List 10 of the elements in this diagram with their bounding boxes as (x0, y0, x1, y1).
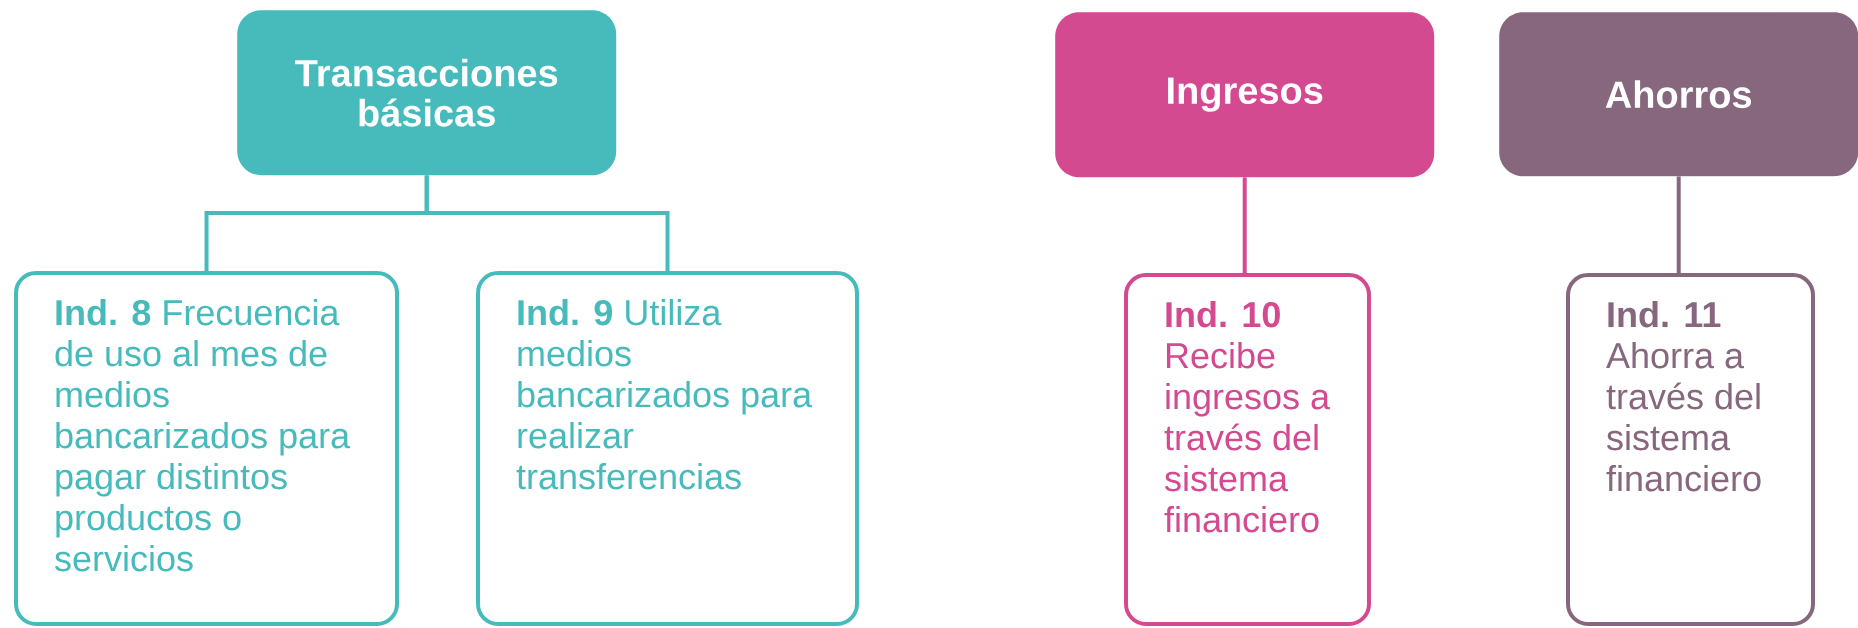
connector-line (424, 175, 670, 271)
indicator-box: Ind. 8 Frecuencia de uso al mes de medios bancarizados para pagar distintos productos o servicios (14, 271, 399, 626)
category-box: Transacciones básicas (237, 10, 617, 176)
connector-line (1242, 177, 1247, 273)
connector-line (1676, 176, 1681, 273)
indicator-box: Ind. 11 Ahorra a través del sistema financiero (1566, 273, 1815, 626)
indicator-box: Ind. 9 Utiliza medios bancarizados para realizar transferencias (476, 271, 859, 626)
indicator-box: Ind. 10 Recibe ingresos a través del sistema financiero (1124, 273, 1371, 626)
category-box: Ahorros (1499, 12, 1858, 177)
category-box: Ingresos (1055, 12, 1435, 178)
